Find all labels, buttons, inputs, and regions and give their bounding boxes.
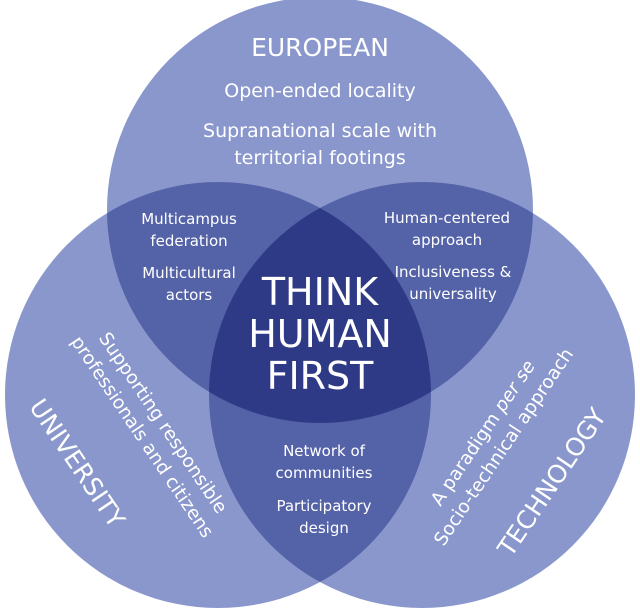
european-line-3: territorial footings bbox=[234, 147, 406, 169]
ut-line-3: Participatory bbox=[276, 497, 371, 515]
et-line-2: approach bbox=[412, 231, 482, 249]
european-line-1: Open-ended locality bbox=[224, 80, 415, 102]
center-line-1: THINK bbox=[261, 270, 379, 314]
ut-line-2: communities bbox=[276, 464, 373, 482]
ue-line-4: actors bbox=[166, 286, 213, 304]
ut-line-1: Network of bbox=[283, 442, 366, 460]
european-line-2: Supranational scale with bbox=[203, 120, 437, 142]
et-line-4: universality bbox=[409, 285, 497, 303]
et-line-1: Human-centered bbox=[384, 209, 510, 227]
ue-line-3: Multicultural bbox=[142, 264, 236, 282]
ut-line-4: design bbox=[299, 519, 349, 537]
et-line-3: Inclusiveness & bbox=[395, 263, 512, 281]
center-line-2: HUMAN bbox=[248, 312, 392, 356]
ue-line-2: federation bbox=[150, 232, 227, 250]
overlap-center bbox=[209, 182, 431, 423]
center-line-3: FIRST bbox=[267, 354, 375, 398]
ue-line-1: Multicampus bbox=[141, 210, 237, 228]
european-title: EUROPEAN bbox=[251, 33, 389, 62]
